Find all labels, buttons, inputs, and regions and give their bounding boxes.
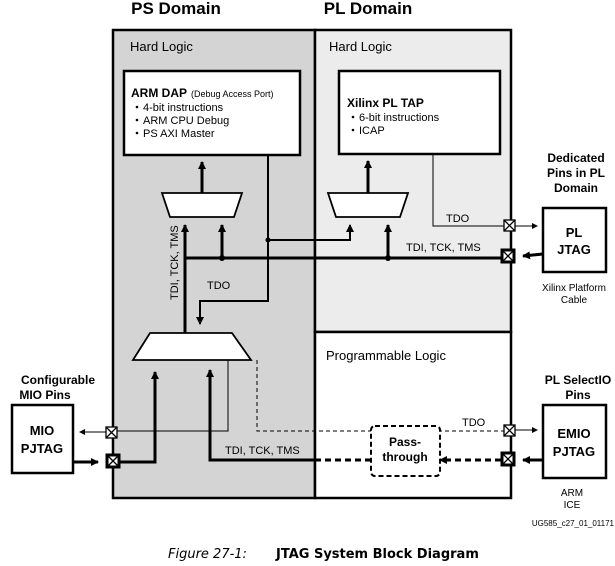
emio-pjtag-label-2: PJTAG (553, 444, 595, 459)
configurable-mio-2: MIO Pins (19, 388, 71, 402)
arm-dap-title: ARM DAP (131, 86, 187, 100)
tdo-bottom-label: TDO (462, 417, 486, 429)
mio-pjtag-block (10, 403, 75, 475)
tdi-top-label: TDI, TCK, TMS (406, 242, 481, 254)
mio-tdi-into-mux (120, 371, 159, 464)
dap-tdo-line (196, 155, 269, 325)
tdi-bottom-label: TDI, TCK, TMS (225, 445, 300, 457)
bullet-icon (351, 128, 355, 132)
arm-dap-item-2: ARM CPU Debug (143, 115, 229, 127)
programmable-logic-label: Programmable Logic (326, 348, 446, 363)
figure-title: JTAG System Block Diagram (275, 547, 479, 562)
dedicated-pins-1: Dedicated (547, 151, 604, 165)
pl-jtag-to-bus-arrow (522, 251, 544, 260)
vertical-tdi-label: TDI, TCK, TMS (169, 225, 181, 300)
programmable-logic-region (313, 330, 513, 500)
junction-box-mio-tdi (105, 453, 121, 469)
emio-tdi-into-mux (206, 369, 318, 462)
ps-domain-title: PS Domain (131, 0, 221, 18)
pl-jtag-block (541, 206, 608, 274)
arm-dap-subtitle: (Debug Access Port) (191, 89, 274, 99)
cable-label-2: Cable (561, 295, 588, 306)
junction-box-pl-tdi (500, 248, 516, 264)
tdo-top-label: TDO (446, 213, 470, 225)
bullet-icon (135, 105, 139, 109)
arm-dap-heading: ARM DAP (Debug Access Port) (131, 86, 274, 100)
pl-jtag-label-2: JTAG (557, 242, 591, 257)
ps-lower-mux (131, 332, 253, 361)
bullet-icon (135, 118, 139, 122)
pl-tap-block (337, 69, 502, 156)
passthrough-label-1: Pass- (389, 435, 421, 449)
pl-upper-mux (326, 192, 410, 218)
mio-pjtag-label-2: PJTAG (21, 441, 63, 456)
pl-tap-tdo-line (432, 154, 506, 227)
emio-pjtag-block (541, 403, 608, 480)
pl-selectio-1: PL SelectIO (545, 373, 611, 387)
pl-selectio-2: Pins (565, 388, 591, 402)
pl-tap-title: Xilinx PL TAP (347, 96, 424, 110)
bullet-icon (351, 115, 355, 119)
arm-ice-label-2: ICE (564, 500, 581, 511)
arm-dap-item-1: 4-bit instructions (143, 102, 224, 114)
junction-dot (265, 237, 271, 243)
junction-dot (219, 255, 225, 261)
configurable-mio-1: Configurable (21, 373, 95, 387)
dap-tdo-to-pl-mux (268, 224, 354, 241)
figure-id: UG585_c27_01_01171 (532, 519, 615, 528)
ps-upper-mux (160, 192, 244, 218)
figure-label: Figure 27-1: (168, 547, 247, 562)
arm-dap-block (122, 69, 302, 157)
cable-label-1: Xilinx Platform (542, 283, 606, 294)
passthrough-block (370, 425, 441, 477)
pl-tap-item-2: ICAP (359, 125, 385, 137)
dedicated-pins-2: Pins in PL (547, 166, 605, 180)
ps-hard-logic-label: Hard Logic (130, 39, 193, 54)
pl-hard-logic-label: Hard Logic (329, 39, 392, 54)
passthrough-label-2: through (382, 450, 427, 464)
junction-box-emio-tdo (503, 424, 516, 437)
junction-box-pl-tdo (503, 219, 516, 232)
arm-ice-label-1: ARM (561, 488, 583, 499)
pl-jtag-label-1: PL (566, 225, 583, 240)
junction-box-mio-tdo (105, 426, 118, 439)
ps-tdo-to-emio-dashed (256, 360, 504, 432)
junction-dot (385, 255, 391, 261)
arm-dap-item-3: PS AXI Master (143, 128, 215, 140)
bullet-icon (135, 131, 139, 135)
mio-pjtag-label-1: MIO (30, 423, 55, 438)
junction-box-emio-tdi (500, 451, 516, 467)
emio-pjtag-label-1: EMIO (557, 426, 590, 441)
pl-tap-item-1: 6-bit instructions (359, 112, 440, 124)
pl-domain-title: PL Domain (324, 0, 412, 18)
tdo-mid-label: TDO (207, 280, 231, 292)
dedicated-pins-3: Domain (554, 181, 598, 195)
